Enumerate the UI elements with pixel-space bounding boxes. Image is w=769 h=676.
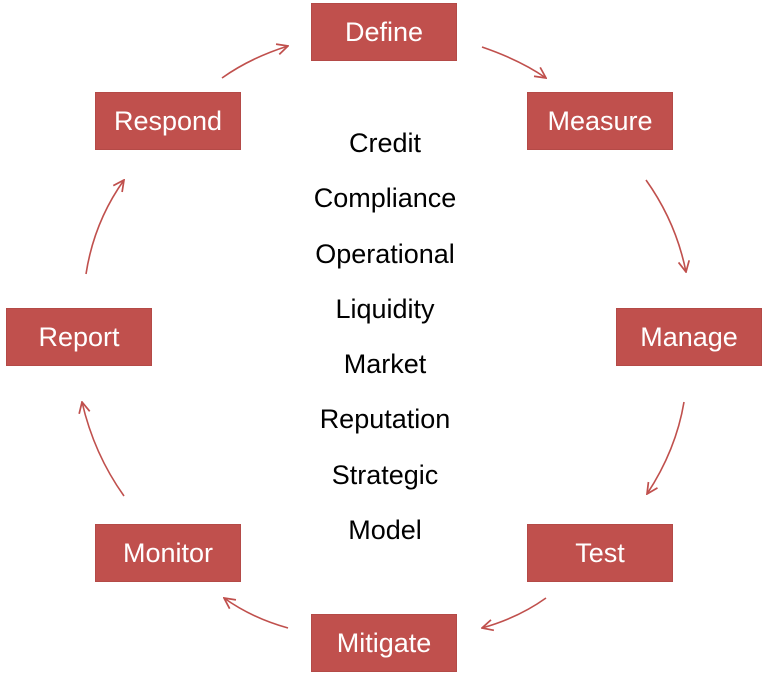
risk-type-item: Reputation: [319, 404, 451, 435]
step-mitigate: Mitigate: [311, 614, 457, 672]
step-monitor: Monitor: [95, 524, 241, 582]
arrow-monitor-to-report: [82, 402, 125, 497]
step-measure: Measure: [527, 92, 673, 150]
risk-type-item: Liquidity: [335, 293, 435, 324]
step-manage: Manage: [616, 308, 762, 366]
arrow-test-to-mitigate: [482, 597, 547, 628]
arrow-respond-to-define: [221, 46, 288, 79]
risk-type-item: Strategic: [331, 459, 439, 490]
risk-type-item: Model: [348, 515, 422, 546]
step-report: Report: [6, 308, 152, 366]
arrow-report-to-respond: [85, 180, 124, 275]
risk-type-list: Credit Compliance Operational Liquidity …: [260, 116, 510, 558]
arrow-mitigate-to-monitor: [224, 598, 289, 629]
risk-type-item: Compliance: [313, 183, 457, 214]
risk-type-item: Operational: [315, 238, 455, 269]
step-test: Test: [527, 524, 673, 582]
arrow-manage-to-test: [647, 401, 685, 494]
arrow-define-to-measure: [481, 46, 546, 78]
risk-type-item: Market: [343, 349, 427, 380]
risk-type-item: Credit: [348, 128, 422, 158]
step-respond: Respond: [95, 92, 241, 150]
step-define: Define: [311, 3, 457, 61]
arrow-measure-to-manage: [645, 179, 686, 272]
